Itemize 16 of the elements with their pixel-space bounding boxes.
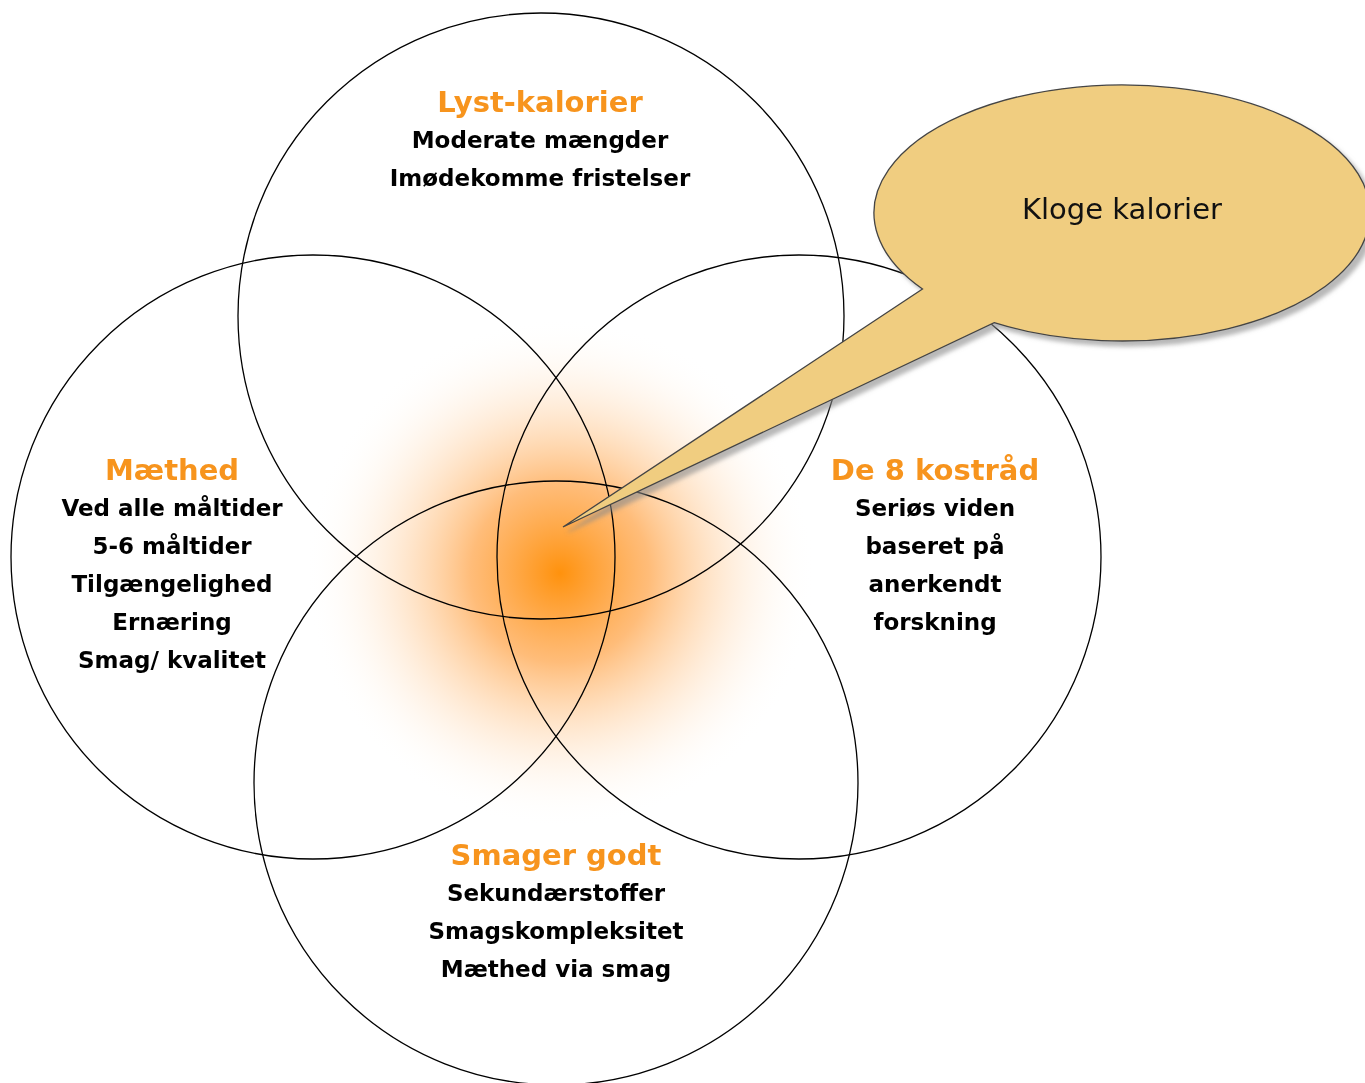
circle-heading: Mæthed bbox=[104, 452, 240, 489]
circle-text: Tilgængelighed bbox=[71, 570, 273, 599]
circle-text: Moderate mængder bbox=[411, 126, 669, 155]
callout-text: Kloge kalorier bbox=[1022, 191, 1222, 228]
circle-text: Smag/ kvalitet bbox=[77, 646, 267, 675]
circle-text: Imødekomme fristelser bbox=[389, 164, 691, 193]
circle-text: Ved alle måltider bbox=[61, 494, 283, 523]
circle-heading: De 8 kostråd bbox=[829, 452, 1041, 489]
circle-text: Seriøs viden baseret på anerkendt forskning bbox=[853, 494, 1017, 637]
circle-text: Smagskompleksitet bbox=[428, 917, 684, 946]
circle-text: 5-6 måltider bbox=[92, 532, 252, 561]
circle-heading: Lyst-kalorier bbox=[437, 84, 643, 121]
circle-heading: Smager godt bbox=[450, 837, 662, 874]
circle-text: Ernæring bbox=[112, 608, 232, 637]
circle-text: Mæthed via smag bbox=[440, 955, 672, 984]
circle-text: Sekundærstoffer bbox=[446, 879, 666, 908]
